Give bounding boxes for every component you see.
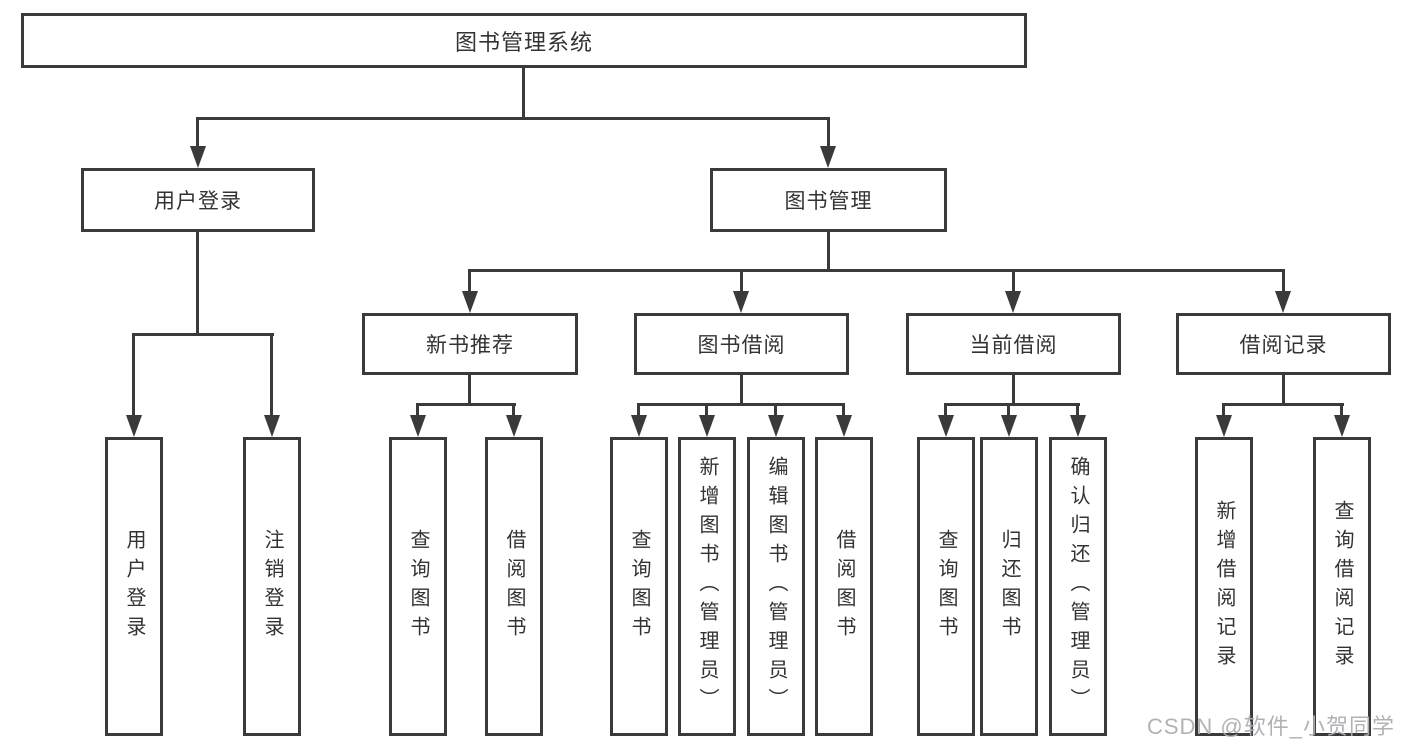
- connector-line: [512, 403, 515, 419]
- leaf-return-books: 归还图书: [980, 437, 1038, 736]
- connector-line: [740, 373, 743, 406]
- node-user-login-label: 用户登录: [154, 190, 242, 213]
- leaf-search-books-current: 查询图书: [917, 437, 975, 736]
- leaf-search-books-current-label: 查询图书: [935, 528, 957, 645]
- connector-line: [637, 403, 640, 419]
- connector-line: [1222, 403, 1225, 419]
- node-book-borrow: 图书借阅: [634, 313, 849, 375]
- leaf-search-borrow-record-label: 查询借阅记录: [1331, 499, 1353, 674]
- connector-line: [132, 333, 274, 336]
- node-book-management-label: 图书管理: [784, 190, 873, 213]
- connector-line: [1222, 403, 1344, 406]
- connector-line: [1012, 269, 1015, 295]
- connector-line: [196, 231, 199, 336]
- leaf-add-borrow-record: 新增借阅记录: [1195, 437, 1253, 736]
- connector-line: [522, 68, 525, 119]
- connector-line: [944, 403, 947, 419]
- connector-line: [468, 373, 471, 406]
- leaf-search-borrow-record: 查询借阅记录: [1313, 437, 1371, 736]
- leaf-borrow-books-recommend-label: 借阅图书: [503, 528, 525, 645]
- node-borrow-records-label: 借阅记录: [1239, 334, 1328, 357]
- leaf-search-books-recommend-label: 查询图书: [407, 528, 429, 645]
- connector-line: [827, 231, 830, 272]
- connector-line: [132, 333, 135, 419]
- leaf-borrow-books-label: 借阅图书: [833, 528, 855, 645]
- leaf-user-login-label: 用户登录: [123, 528, 145, 645]
- arrowhead: [631, 415, 647, 437]
- leaf-search-books-borrow: 查询图书: [610, 437, 668, 736]
- arrowhead: [1070, 415, 1086, 437]
- connector-line: [705, 403, 708, 419]
- connector-line: [1282, 269, 1285, 295]
- arrowhead: [1334, 415, 1350, 437]
- arrowhead: [699, 415, 715, 437]
- connector-line: [1076, 403, 1079, 419]
- leaf-edit-book-admin-label: 编辑图书（管理员）: [765, 456, 787, 717]
- arrowhead: [836, 415, 852, 437]
- node-book-management: 图书管理: [710, 168, 947, 232]
- leaf-search-books-borrow-label: 查询图书: [628, 528, 650, 645]
- leaf-return-books-label: 归还图书: [998, 528, 1020, 645]
- connector-line: [270, 333, 273, 419]
- arrowhead: [264, 415, 280, 437]
- leaf-confirm-return-admin-label: 确认归还（管理员）: [1067, 456, 1089, 717]
- leaf-logout: 注销登录: [243, 437, 301, 736]
- connector-line: [842, 403, 845, 419]
- arrowhead: [820, 146, 836, 168]
- leaf-add-book-admin: 新增图书（管理员）: [678, 437, 736, 736]
- arrowhead: [506, 415, 522, 437]
- leaf-add-book-admin-label: 新增图书（管理员）: [696, 456, 718, 717]
- csdn-watermark: CSDN @软件_小贺同学: [1146, 714, 1395, 739]
- connector-line: [637, 403, 845, 406]
- arrowhead: [768, 415, 784, 437]
- arrowhead: [1275, 291, 1291, 313]
- leaf-search-books-recommend: 查询图书: [389, 437, 447, 736]
- node-current-borrow: 当前借阅: [906, 313, 1121, 375]
- arrowhead: [1005, 291, 1021, 313]
- leaf-add-borrow-record-label: 新增借阅记录: [1213, 499, 1235, 674]
- arrowhead: [1001, 415, 1017, 437]
- node-new-book-recommend: 新书推荐: [362, 313, 578, 375]
- connector-line: [1340, 403, 1343, 419]
- connector-line: [416, 403, 516, 406]
- connector-line: [1007, 403, 1010, 419]
- connector-line: [774, 403, 777, 419]
- node-current-borrow-label: 当前借阅: [969, 334, 1058, 357]
- connector-line: [468, 269, 1285, 272]
- connector-line: [416, 403, 419, 419]
- arrowhead: [733, 291, 749, 313]
- arrowhead: [190, 146, 206, 168]
- node-root: 图书管理系统: [21, 13, 1027, 68]
- node-borrow-records: 借阅记录: [1176, 313, 1391, 375]
- connector-line: [740, 269, 743, 295]
- leaf-user-login: 用户登录: [105, 437, 163, 736]
- leaf-logout-label: 注销登录: [261, 528, 283, 645]
- node-root-label: 图书管理系统: [454, 29, 593, 55]
- arrowhead: [410, 415, 426, 437]
- arrowhead: [1216, 415, 1232, 437]
- node-book-borrow-label: 图书借阅: [697, 334, 786, 357]
- arrowhead: [126, 415, 142, 437]
- connector-line: [1282, 373, 1285, 406]
- arrowhead: [938, 415, 954, 437]
- arrowhead: [462, 291, 478, 313]
- node-user-login: 用户登录: [81, 168, 315, 232]
- leaf-confirm-return-admin: 确认归还（管理员）: [1049, 437, 1107, 736]
- connector-line: [196, 117, 199, 150]
- node-new-book-recommend-label: 新书推荐: [426, 334, 514, 357]
- connector-line: [196, 117, 830, 120]
- connector-line: [827, 117, 830, 150]
- leaf-borrow-books-recommend: 借阅图书: [485, 437, 543, 736]
- connector-line: [944, 403, 1080, 406]
- leaf-borrow-books: 借阅图书: [815, 437, 873, 736]
- leaf-edit-book-admin: 编辑图书（管理员）: [747, 437, 805, 736]
- connector-line: [468, 269, 471, 295]
- connector-line: [1012, 373, 1015, 406]
